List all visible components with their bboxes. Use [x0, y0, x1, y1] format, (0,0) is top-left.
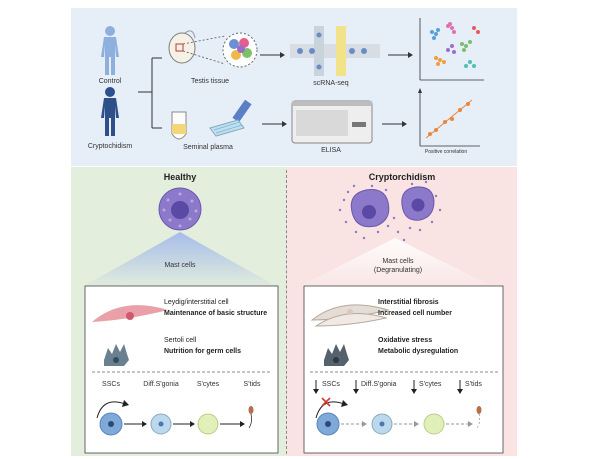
- elisa-machine-icon: [291, 100, 373, 144]
- tissue-zoom-icon: [222, 32, 258, 68]
- crypt-mast-label-2: (Degranulating): [373, 267, 423, 274]
- granules: [338, 180, 442, 242]
- cryptorchidism-person-icon: [101, 87, 119, 136]
- healthy-sertoli-icon: [104, 344, 129, 366]
- arrow-plasma-elisa: [262, 121, 287, 127]
- crypt-sertoli-line1: Oxidative stress: [378, 337, 433, 344]
- blocked-x-icon: [321, 397, 331, 407]
- tsne-plot-icon: [419, 18, 484, 81]
- arrow-scrna-tsne: [388, 52, 413, 58]
- crypt-progression: [313, 380, 482, 436]
- testis-icon: [168, 30, 196, 64]
- healthy-mast-cell-icon: [158, 187, 202, 231]
- crypt-sertoli-line2: Metabolic dysregulation: [378, 348, 459, 355]
- healthy-beam: [84, 232, 276, 286]
- crypt-sertoli-icon: [324, 344, 349, 366]
- control-person-icon: [101, 26, 119, 75]
- healthy-mast-label: Mast cells: [164, 262, 196, 269]
- healthy-leydig-desc: Maintenance of basic structure: [164, 310, 268, 317]
- healthy-progression: [96, 400, 254, 436]
- control-label: Control: [98, 78, 122, 85]
- healthy-leydig-icon: [92, 305, 168, 322]
- panel-divider: [286, 170, 287, 454]
- branch-connector: [138, 57, 162, 129]
- crypt-beam: [300, 238, 492, 286]
- crypt-stage-diff: Diff.S'gonia: [361, 381, 397, 388]
- healthy-stage-stids: S'tids: [243, 381, 261, 388]
- arrow-testis-scrna: [260, 52, 285, 58]
- crypt-stage-scytes: S'cytes: [419, 381, 442, 388]
- healthy-sertoli-desc: Nutrition for germ cells: [164, 348, 242, 355]
- cryptorchidism-subject-label: Cryptochidism: [87, 143, 133, 150]
- crypt-title: Cryptorchidism: [368, 172, 436, 182]
- scrna-chip-icon: [290, 26, 380, 76]
- crypt-mast-cell-right-icon: [401, 186, 435, 221]
- plasma-tube-icon: [171, 111, 187, 140]
- elisa-label: ELISA: [321, 147, 341, 154]
- healthy-stage-scytes: S'cytes: [196, 381, 220, 388]
- pipette-icon: [209, 99, 252, 137]
- scrna-label: scRNA-seq: [313, 80, 349, 87]
- crypt-mast-cell-left-icon: [350, 189, 390, 228]
- crypt-interstitial-line1: Interstitial fibrosis: [378, 299, 439, 306]
- crypt-stage-stids: S'tids: [465, 381, 482, 388]
- crypt-fibrosis-icon: [310, 304, 390, 327]
- healthy-stage-ssc: SSCs: [102, 381, 120, 388]
- healthy-leydig-name: Leydig/interstitial cell: [164, 299, 229, 306]
- healthy-title: Healthy: [163, 172, 197, 182]
- plasma-label: Seminal plasma: [183, 144, 233, 151]
- healthy-stage-diff: Diff.S'gonia: [143, 381, 179, 388]
- zoom-lines: [182, 35, 226, 65]
- arrow-elisa-correlation: [382, 121, 407, 127]
- crypt-interstitial-line2: Increased cell number: [378, 310, 452, 317]
- crypt-stage-ssc: SSCs: [322, 381, 340, 388]
- crypt-mast-label-1: Mast cells: [382, 258, 414, 265]
- healthy-sertoli-name: Sertoli cell: [164, 337, 197, 344]
- correlation-label: Positive correlation: [424, 149, 468, 155]
- correlation-plot-icon: [418, 88, 480, 147]
- testis-label: Testis tissue: [190, 78, 230, 85]
